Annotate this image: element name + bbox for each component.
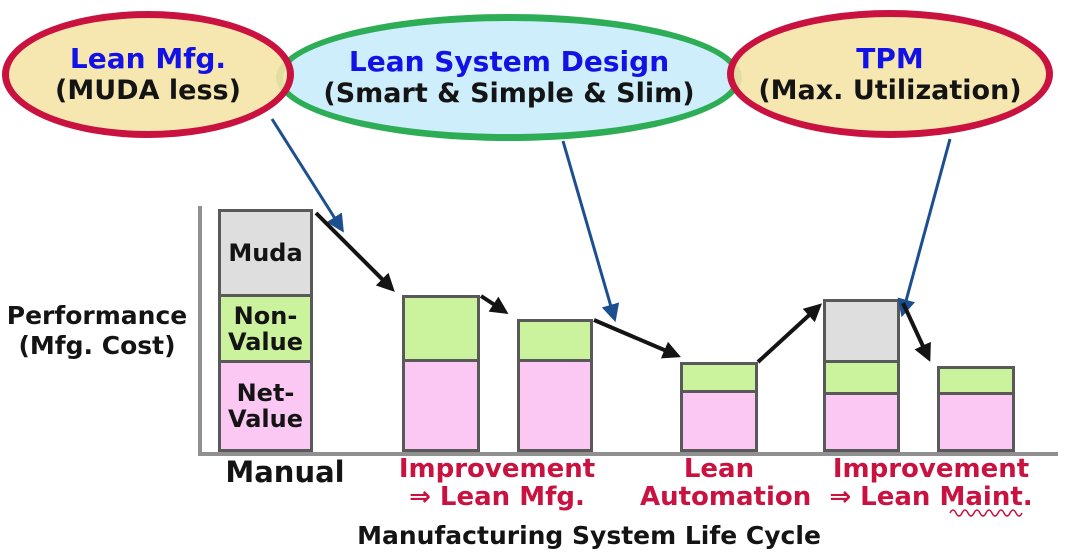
segment-label: Net- Value <box>227 379 304 433</box>
x-label-improvement-lean-mfg: Improvement ⇒ Lean Mfg. <box>398 454 596 512</box>
bubble-lean-mfg: Lean Mfg. (MUDA less) <box>2 11 294 138</box>
bar-segment-non-value <box>826 360 897 392</box>
bar-segment-net-value <box>405 359 477 449</box>
bubble-title: Lean Mfg. <box>69 42 227 75</box>
segment-label: Non- Value <box>227 301 304 356</box>
x-label-lean-automation: Lean Automation <box>640 454 812 512</box>
arrow-tpm-to-chart <box>897 138 952 318</box>
bar-4 <box>680 362 758 452</box>
x-label-improvement-lean-maint: Improvement ⇒ Lean Maint. <box>829 454 1033 512</box>
bar-segment-muda <box>826 302 897 360</box>
bubble-lean-system-design: Lean System Design (Smart & Simple & Sli… <box>276 14 742 141</box>
bubble-subtitle: (Max. Utilization) <box>758 74 1022 106</box>
arrow-bar4-to-bar5 <box>756 303 822 364</box>
bar-2 <box>402 295 480 452</box>
arrow-bar1-to-bar2 <box>314 211 395 292</box>
bubble-subtitle: (Smart & Simple & Slim) <box>323 78 695 109</box>
bar-6 <box>937 366 1015 452</box>
bubble-subtitle: (MUDA less) <box>55 75 241 106</box>
y-axis-line <box>198 206 202 456</box>
bar-segment-net-value <box>520 359 590 449</box>
bubble-title: TPM <box>856 41 924 75</box>
bar-segment-non-value <box>683 365 755 390</box>
y-axis-label: Performance (Mfg. Cost) <box>6 301 188 360</box>
bar-segment-non-value <box>405 298 477 359</box>
bar-segment-net-value <box>940 392 1012 449</box>
arrow-bar2-to-bar3 <box>479 294 509 314</box>
arrow-bar5-to-bar6 <box>901 302 931 362</box>
x-axis-line <box>198 452 1058 456</box>
arrow-bar3-to-bar4 <box>593 318 681 359</box>
bar-segment-non-value: Non- Value <box>221 294 310 360</box>
bubble-title: Lean System Design <box>348 45 670 78</box>
bar-segment-non-value <box>520 322 590 359</box>
bar-3 <box>517 319 593 452</box>
diagram-title: Manufacturing System Life Cycle <box>357 521 821 550</box>
bar-segment-non-value <box>940 369 1012 392</box>
bar-segment-net-value: Net- Value <box>221 360 310 449</box>
bubble-tpm: TPM (Max. Utilization) <box>727 10 1053 138</box>
bar-segment-net-value <box>683 390 755 449</box>
bar-segment-muda: Muda <box>221 212 310 294</box>
segment-label: Muda <box>228 239 303 267</box>
x-label-manual: Manual <box>225 455 345 489</box>
bar-segment-net-value <box>826 392 897 449</box>
bar-5 <box>823 299 900 452</box>
arrow-lean-system-design-to-chart <box>561 140 620 323</box>
